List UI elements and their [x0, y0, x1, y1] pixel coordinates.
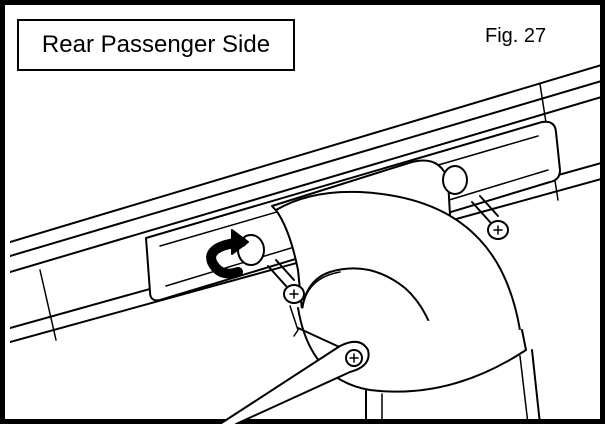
- assembly-diagram: [10, 63, 605, 424]
- title-text: Rear Passenger Side: [41, 31, 271, 58]
- bolt-holes: [237, 165, 468, 266]
- figure-number: Fig. 27: [485, 25, 547, 47]
- bolt-left: [267, 259, 305, 304]
- rotation-arrow-icon: [206, 229, 249, 279]
- title-label: Rear Passenger Side: [17, 19, 295, 71]
- allen-wrench: [219, 305, 370, 424]
- bolt-right: [471, 195, 509, 240]
